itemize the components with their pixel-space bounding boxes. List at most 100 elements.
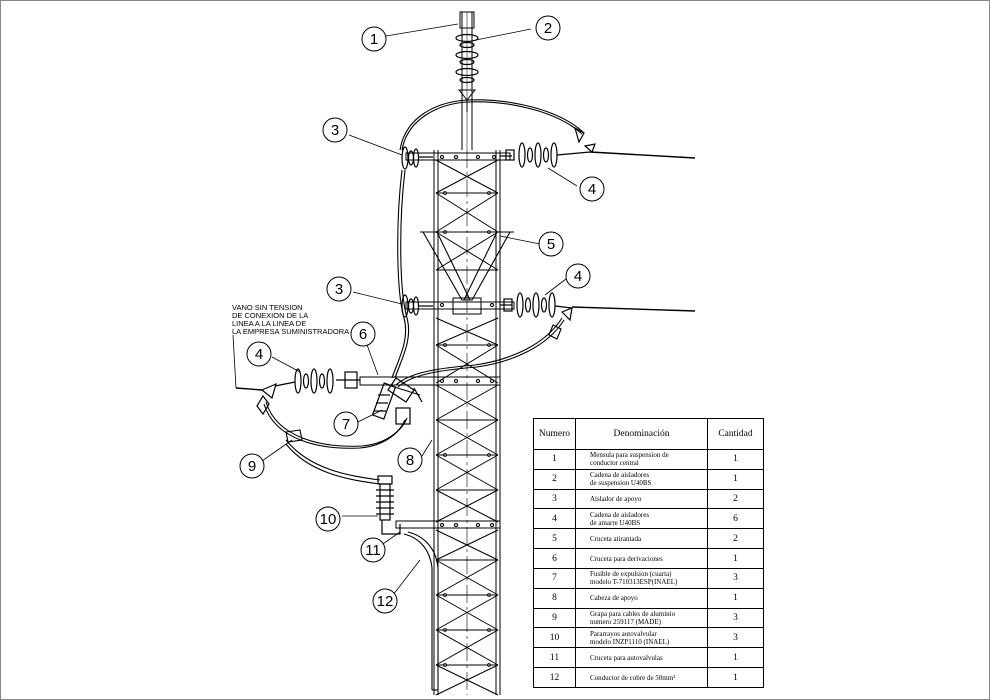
header-numero: Numero — [533, 418, 576, 450]
callout-label: 4 — [588, 181, 596, 198]
denomination-line: Cruceta para autovalvulas — [590, 653, 663, 662]
table-row: 5 Cruceta atirantada 2 — [533, 528, 764, 550]
row-quantity: 1 — [707, 548, 764, 569]
row-number: 5 — [533, 528, 576, 550]
row-quantity: 1 — [707, 647, 764, 669]
row-number: 12 — [533, 667, 576, 688]
row-number: 8 — [533, 587, 576, 609]
callout-label: 12 — [377, 593, 394, 610]
note-line: LINEA A LA LINEA DE — [232, 319, 307, 328]
row-number: 7 — [533, 567, 576, 589]
denomination-line: Cadena de aisladores — [590, 510, 650, 519]
middle-right-tension-chain — [500, 292, 696, 322]
header-cantidad: Cantidad — [707, 418, 764, 450]
denomination-line: Cadena de aisladores — [590, 471, 650, 480]
middle-crossarm — [405, 297, 515, 315]
callout-label: 3 — [335, 281, 343, 298]
row-number: 1 — [533, 449, 576, 470]
top-conductor — [399, 99, 585, 151]
span-note: VANO SIN TENSION DE CONEXION DE LA LINEA… — [232, 304, 349, 336]
row-quantity: 3 — [707, 567, 764, 589]
lattice-tower — [433, 150, 501, 696]
leader-lines — [232, 23, 578, 596]
arrester-feed-conductor — [285, 439, 381, 485]
row-denomination: Cruceta para derivaciones — [575, 548, 708, 569]
denomination-line: de suspension U40BS — [590, 479, 652, 488]
callout-label: 7 — [342, 416, 350, 433]
braced-crossarm — [420, 231, 514, 301]
denomination-line: Fusible de expulsion (cuarta) — [590, 570, 672, 579]
row-denomination: Fusible de expulsion (cuarta)modelo T-71… — [575, 567, 708, 589]
callout-label: 6 — [359, 326, 367, 343]
clamp-cable — [263, 401, 408, 449]
row-denomination: Cruceta atirantada — [575, 528, 708, 550]
callout-label: 4 — [574, 268, 582, 285]
denomination-line: Grapa para cables de aluminio — [590, 610, 676, 619]
callout-label: 1 — [370, 31, 378, 48]
note-line: LA EMPRESA SUMINISTRADORA — [232, 327, 350, 336]
row-quantity: 3 — [707, 627, 764, 649]
denomination-line: conductor central — [590, 459, 639, 468]
denomination-line: numero 259117 (MADE) — [590, 618, 661, 627]
row-number: 6 — [533, 548, 576, 569]
denomination-line: de amarre U40BS — [590, 518, 641, 527]
note-line: VANO SIN TENSION — [232, 303, 303, 312]
row-number: 11 — [533, 647, 576, 669]
row-number: 9 — [533, 607, 576, 629]
copper-ground-conductor — [403, 531, 439, 691]
table-row: 8 Cabeza de apoyo 1 — [533, 587, 764, 609]
callout-label: 3 — [331, 122, 339, 139]
row-quantity: 6 — [707, 508, 764, 530]
denomination-line: Aislador de apoyo — [590, 495, 642, 504]
row-quantity: 1 — [707, 667, 764, 688]
surge-arrester — [376, 475, 401, 535]
note-line: DE CONEXION DE LA — [232, 311, 309, 320]
table-row: 12 Conductor de cobre de 50mm² 1 — [533, 667, 764, 688]
row-number: 10 — [533, 627, 576, 649]
row-denomination: Aislador de apoyo — [575, 488, 708, 510]
row-quantity: 1 — [707, 468, 764, 490]
callout-label: 9 — [248, 458, 256, 475]
denomination-line: Cabeza de apoyo — [590, 594, 638, 603]
row-denomination: Cruceta para autovalvulas — [575, 647, 708, 669]
callout-label: 8 — [406, 452, 414, 469]
denomination-line: modelo T-710313ESP(INAEL) — [590, 578, 678, 587]
header-denominacion: Denominación — [575, 418, 708, 450]
row-denomination: Conductor de cobre de 50mm² — [575, 667, 708, 688]
row-quantity: 1 — [707, 449, 764, 470]
row-quantity: 2 — [707, 528, 764, 550]
middle-left-support-insulator — [401, 294, 433, 318]
upper-left-support-insulator — [401, 146, 433, 170]
table-row: 3 Aislador de apoyo 2 — [533, 488, 764, 510]
denomination-line: Conductor de cobre de 50mm² — [590, 673, 676, 682]
upper-right-tension-chain — [500, 126, 696, 168]
row-number: 3 — [533, 488, 576, 510]
callout-label: 5 — [547, 236, 555, 253]
row-quantity: 1 — [707, 587, 764, 609]
denomination-line: Pararrayos autovalvular — [590, 629, 657, 638]
row-denomination: Cabeza de apoyo — [575, 587, 708, 609]
lower-left-tension-chain — [235, 368, 360, 416]
callout-label: 11 — [365, 542, 381, 559]
denomination-line: Cruceta atirantada — [590, 534, 642, 543]
row-quantity: 2 — [707, 488, 764, 510]
table-header-row: Numero Denominación Cantidad — [533, 418, 764, 450]
jumper-conductor — [391, 169, 410, 379]
top-suspension-assembly — [455, 11, 479, 150]
row-number: 4 — [533, 508, 576, 530]
